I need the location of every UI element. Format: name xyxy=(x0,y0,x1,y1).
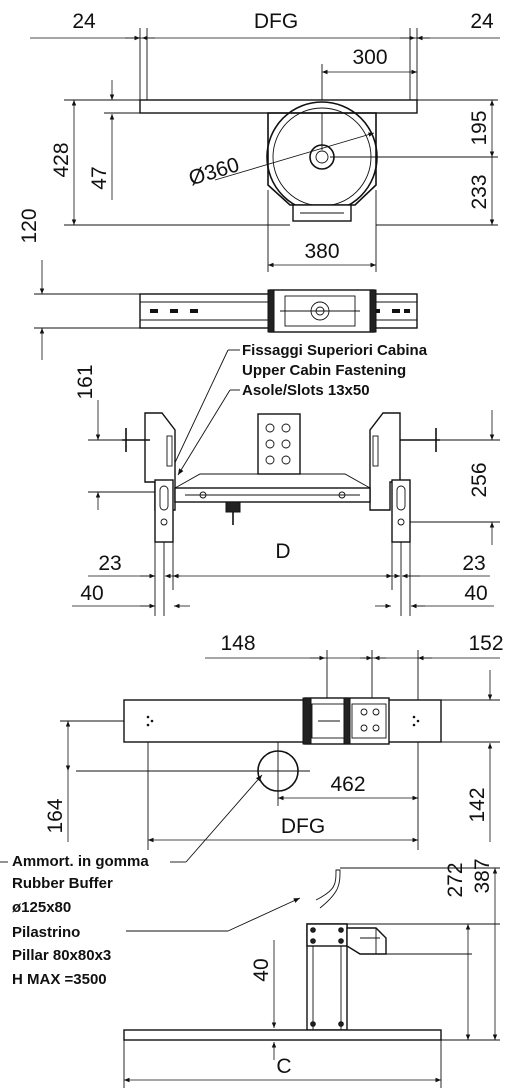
motor-frame xyxy=(267,112,377,206)
pit-beam-plan xyxy=(123,699,442,743)
buffer-bracket xyxy=(346,927,387,955)
label-buffer-size: ø125x80 xyxy=(12,899,71,916)
dim-label-152: 152 xyxy=(468,632,503,655)
dim-label-c: C xyxy=(276,1055,291,1078)
dim-label-left-40: 40 xyxy=(80,582,103,605)
dim-label-right-40: 40 xyxy=(464,582,487,605)
label-buffer-en: Rubber Buffer xyxy=(12,875,113,892)
dim-label-428: 428 xyxy=(50,142,73,177)
rail-view: 120 xyxy=(18,208,418,360)
dim-label-right-24: 24 xyxy=(470,10,494,33)
dim-label-dfg-bottom: DFG xyxy=(281,815,325,838)
dim-label-300: 300 xyxy=(352,46,387,69)
machine-top-plate xyxy=(139,99,418,114)
pit-base-plate xyxy=(123,1029,442,1041)
dim-label-161: 161 xyxy=(74,364,97,399)
label-buffer-it: Ammort. in gomma xyxy=(12,853,149,870)
pit-side-view: Ammort. in gomma Rubber Buffer ø125x80 P… xyxy=(0,774,500,1088)
right-slot-plate xyxy=(391,479,411,543)
dim-label-diameter: Ø360 xyxy=(186,153,242,190)
center-mount-plate xyxy=(257,413,301,475)
bracket-view: Fissaggi Superiori Cabina Upper Cabin Fa… xyxy=(72,342,500,616)
label-pillar-it: Pilastrino xyxy=(12,924,80,941)
pillar-top-flange xyxy=(315,869,341,909)
dim-label-148: 148 xyxy=(220,632,255,655)
dim-label-387: 387 xyxy=(471,858,494,893)
dim-label-dfg: DFG xyxy=(254,10,298,33)
dim-label-right-23: 23 xyxy=(462,552,485,575)
label-pillar-en: Pillar 80x80x3 xyxy=(12,947,111,964)
top-view: 24 DFG 24 300 Ø360 428 47 xyxy=(30,10,500,272)
dim-label-142: 142 xyxy=(466,787,489,822)
label-slots: Asole/Slots 13x50 xyxy=(242,382,370,399)
dim-label-272: 272 xyxy=(444,862,467,897)
dim-label-256: 256 xyxy=(468,462,491,497)
dim-label-left-23: 23 xyxy=(98,552,121,575)
dim-label-120: 120 xyxy=(18,208,41,243)
left-slot-plate xyxy=(154,479,174,543)
bracket-switch xyxy=(225,501,241,513)
dim-label-164: 164 xyxy=(44,798,67,833)
label-pillar-max: H MAX =3500 xyxy=(12,971,107,988)
dim-label-40-base: 40 xyxy=(250,958,273,981)
dim-label-47: 47 xyxy=(88,166,111,189)
dim-label-d: D xyxy=(275,540,290,563)
dim-label-195: 195 xyxy=(468,110,491,145)
label-upper-cabin: Upper Cabin Fastening xyxy=(242,362,406,379)
label-fissaggi: Fissaggi Superiori Cabina xyxy=(242,342,428,359)
dim-label-left-24: 24 xyxy=(72,10,96,33)
pit-plan: 148 152 164 142 462 xyxy=(44,632,504,850)
dim-label-462: 462 xyxy=(330,773,365,796)
dim-label-233: 233 xyxy=(468,174,491,209)
dim-label-380: 380 xyxy=(304,240,339,263)
